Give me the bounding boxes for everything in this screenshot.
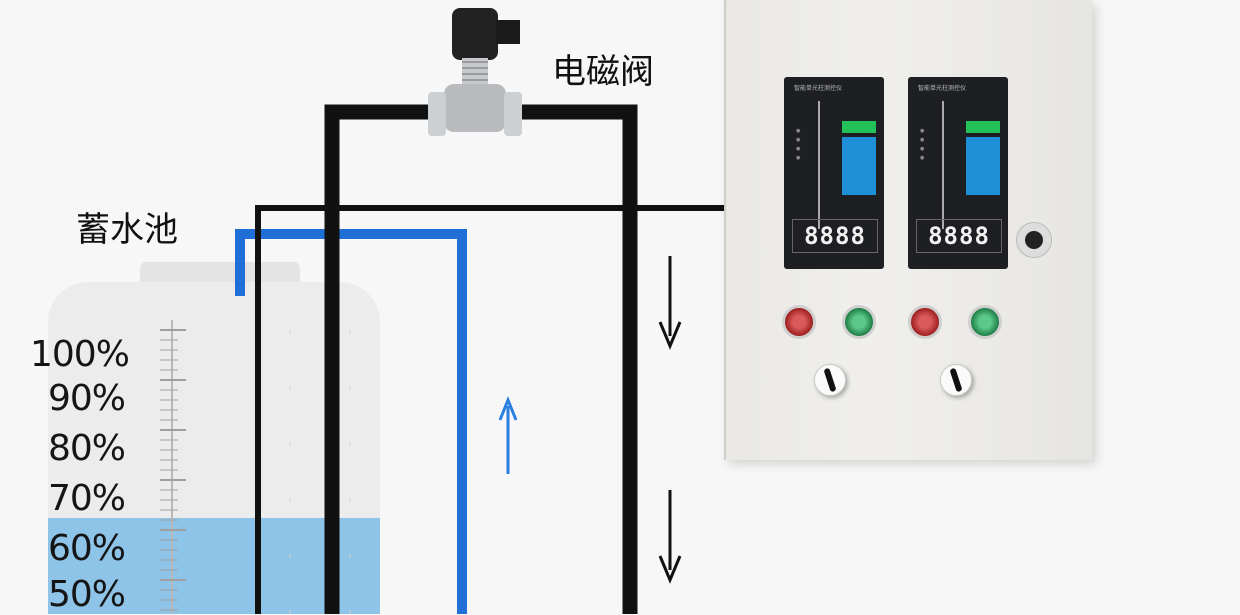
- rotary-switch-icon[interactable]: [814, 364, 846, 396]
- meter-title: 智能单光柱测控仪: [918, 83, 966, 92]
- tank-scale-label: 80%: [48, 428, 125, 469]
- meter-status-bar: [842, 121, 876, 133]
- meter-keypad[interactable]: [966, 137, 1000, 195]
- arrow-down-icon: [660, 256, 680, 346]
- level-controller-2: 智能单光柱测控仪 ●●●● 8888: [908, 77, 1008, 269]
- green-indicator-lamp: [842, 305, 876, 339]
- meter-indicators: ●●●●: [796, 127, 800, 163]
- meter-display: 8888: [792, 219, 878, 253]
- level-controller-1: 智能单光柱测控仪 ●●●● 8888: [784, 77, 884, 269]
- tank-scale-label: 100%: [30, 334, 129, 375]
- arrow-down-icon: [660, 490, 680, 580]
- tank-scale-label: 50%: [48, 574, 125, 615]
- valve-label: 电磁阀: [552, 44, 654, 93]
- tank-scale-label: 70%: [48, 478, 125, 519]
- meter-status-bar: [966, 121, 1000, 133]
- tank-scale-label: 90%: [48, 378, 125, 419]
- rotary-switch-icon[interactable]: [940, 364, 972, 396]
- meter-keypad[interactable]: [842, 137, 876, 195]
- meter-bargraph: [818, 101, 828, 229]
- red-indicator-lamp: [908, 305, 942, 339]
- panel-lock-icon[interactable]: [1016, 222, 1052, 258]
- meter-bargraph: [942, 101, 952, 229]
- meter-indicators: ●●●●: [920, 127, 924, 163]
- solenoid-valve-icon: [428, 8, 522, 136]
- arrow-up-icon: [500, 400, 516, 474]
- reservoir-label: 蓄水池: [76, 202, 178, 251]
- red-indicator-lamp: [782, 305, 816, 339]
- green-indicator-lamp: [968, 305, 1002, 339]
- tank-scale-label: 60%: [48, 528, 125, 569]
- meter-display: 8888: [916, 219, 1002, 253]
- meter-title: 智能单光柱测控仪: [794, 83, 842, 92]
